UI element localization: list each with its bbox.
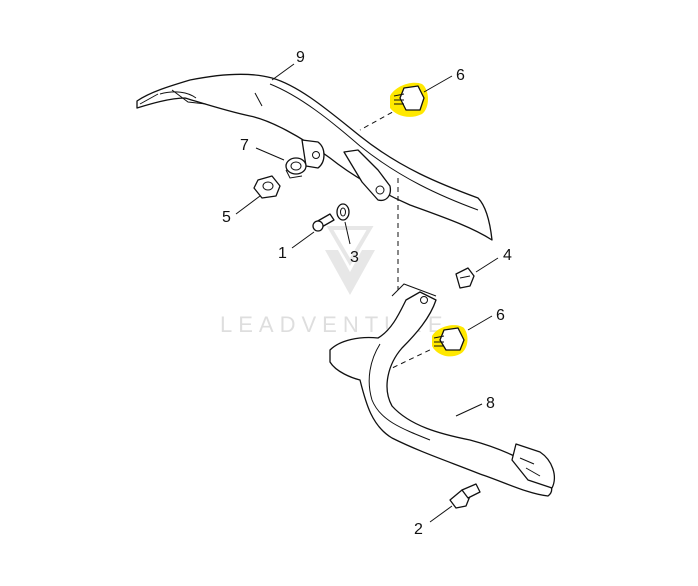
callout-4: 4 <box>503 247 512 264</box>
callout-5: 5 <box>222 209 231 226</box>
assembly-line-top <box>359 107 401 131</box>
callout-6-bottom: 6 <box>496 307 505 324</box>
watermark-logo <box>325 226 375 295</box>
callouts: 9 6 7 5 1 3 4 6 8 2 <box>222 49 512 538</box>
callout-3: 3 <box>350 249 359 266</box>
callout-8: 8 <box>486 395 495 412</box>
assembly-line-bottom <box>387 345 439 371</box>
callout-7: 7 <box>240 137 249 154</box>
callout-9: 9 <box>296 49 305 66</box>
leader-lines <box>235 63 499 523</box>
part-7-grommet <box>285 157 307 179</box>
callout-1: 1 <box>278 245 287 262</box>
part-5-bushing <box>253 175 281 199</box>
part-1-bolt <box>312 213 335 232</box>
part-9-upper-guard <box>136 73 493 241</box>
part-8-lower-guard <box>329 283 555 497</box>
callout-6-top: 6 <box>456 67 465 84</box>
part-6-bottom-nut <box>432 325 468 357</box>
part-6-top-nut <box>390 82 428 117</box>
part-2-flange-bolt <box>449 483 481 509</box>
callout-2: 2 <box>414 521 423 538</box>
part-3-washer <box>336 203 350 221</box>
part-4-cap-nut <box>455 267 475 289</box>
